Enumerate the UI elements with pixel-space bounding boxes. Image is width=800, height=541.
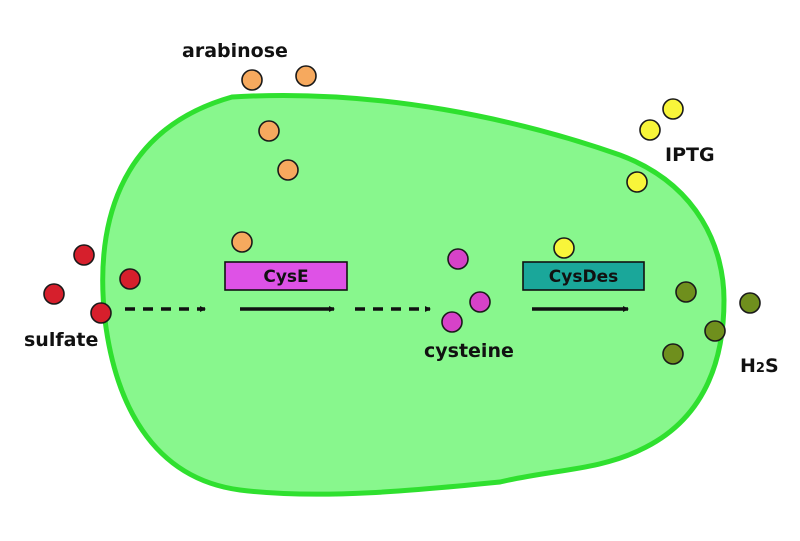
arabinose-molecule	[295, 65, 317, 87]
cysteine-molecule	[447, 248, 469, 270]
cysteine-molecules	[441, 248, 491, 333]
cell-body	[100, 92, 727, 497]
arabinose-molecule	[277, 159, 299, 181]
arabinose-molecule	[258, 120, 280, 142]
sulfate-molecule	[73, 244, 95, 266]
sulfate-molecule	[119, 268, 141, 290]
gene-cyse: CysE	[224, 261, 348, 291]
h2s-label-subscript: 2	[756, 361, 765, 376]
arabinose-molecule	[241, 69, 263, 91]
iptg-label: IPTG	[665, 144, 715, 166]
cysdes-gene-box	[522, 261, 645, 291]
cyse-gene-label: CysE	[263, 267, 308, 287]
arabinose-molecule	[231, 231, 253, 253]
cysteine-molecule	[469, 291, 491, 313]
h2s-label-h: H	[740, 355, 756, 377]
sulfate-label: sulfate	[24, 329, 98, 351]
iptg-molecule	[626, 171, 648, 193]
cysteine-molecule	[441, 311, 463, 333]
sulfate-molecule	[43, 283, 65, 305]
iptg-molecule	[553, 237, 575, 259]
sulfate-molecules	[43, 244, 141, 324]
iptg-molecules	[553, 98, 684, 259]
h2s-label: H2S	[740, 355, 779, 377]
iptg-molecule	[639, 119, 661, 141]
h2s-molecule	[675, 281, 697, 303]
gene-cysdes: CysDes	[522, 261, 645, 291]
arabinose-molecules	[231, 65, 317, 253]
h2s-molecule	[704, 320, 726, 342]
iptg-molecule	[662, 98, 684, 120]
cysteine-label: cysteine	[424, 340, 514, 362]
arabinose-label: arabinose	[182, 40, 288, 62]
h2s-label-s: S	[765, 355, 779, 377]
cyse-gene-box	[224, 261, 348, 291]
h2s-molecule	[739, 292, 761, 314]
h2s-molecule	[662, 343, 684, 365]
h2s-molecules	[662, 281, 761, 365]
cysdes-gene-label: CysDes	[549, 267, 618, 287]
sulfate-molecule	[90, 302, 112, 324]
